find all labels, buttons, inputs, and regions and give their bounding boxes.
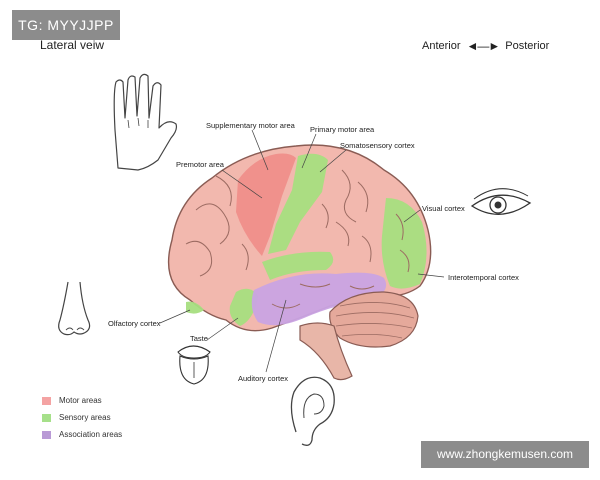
legend-label-association: Association areas: [59, 430, 123, 439]
cerebellum: [329, 291, 419, 348]
label-supplementary-motor-area: Supplementary motor area: [206, 121, 296, 130]
visual-cortex-region: [381, 198, 427, 289]
olfactory-region: [186, 301, 204, 314]
nose-icon: [58, 281, 91, 336]
label-primary-motor-area: Primary motor area: [310, 125, 375, 134]
label-somatosensory-cortex: Somatosensory cortex: [340, 141, 415, 150]
view-label: Lateral veiw: [40, 38, 105, 52]
label-premotor-area: Premotor area: [176, 160, 225, 169]
auditory-cortex-region: [262, 251, 334, 280]
anterior-label: Anterior: [422, 40, 461, 52]
legend-swatch-association: [42, 430, 51, 439]
hand-icon: [113, 73, 178, 171]
primary-motor-area-region: [268, 153, 328, 254]
label-taste: Taste: [190, 334, 208, 343]
interotemporal-cortex-region: [251, 272, 387, 326]
watermark-bottom: www.zhongkemusen.com: [421, 441, 589, 468]
tongue-icon: [177, 345, 211, 385]
legend-label-sensory: Sensory areas: [59, 413, 111, 422]
watermark-top: TG: MYYJJPP: [12, 10, 120, 40]
taste-region: [229, 288, 258, 326]
legend-swatch-sensory: [42, 413, 51, 422]
supplementary-motor-area-region: [236, 153, 296, 256]
label-olfactory-cortex: Olfactory cortex: [108, 319, 161, 328]
legend-label-motor: Motor areas: [59, 396, 102, 405]
label-interotemporal-cortex: Interotemporal cortex: [448, 273, 519, 282]
leader-lines: [159, 129, 445, 373]
posterior-label: Posterior: [505, 40, 550, 52]
label-visual-cortex: Visual cortex: [422, 204, 465, 213]
eye-icon: [470, 188, 532, 215]
legend: Motor areas Sensory areas Association ar…: [42, 392, 122, 443]
legend-item-motor: Motor areas: [42, 392, 122, 409]
brainstem: [299, 322, 353, 381]
gyri-lines: [185, 169, 410, 309]
ear-icon: [290, 376, 335, 446]
orientation-indicator: Anterior ◄—► Posterior: [422, 39, 549, 53]
double-arrow-icon: ◄—►: [466, 39, 501, 53]
legend-swatch-motor: [42, 396, 51, 405]
legend-item-association: Association areas: [42, 426, 122, 443]
label-auditory-cortex: Auditory cortex: [238, 374, 288, 383]
legend-item-sensory: Sensory areas: [42, 409, 122, 426]
